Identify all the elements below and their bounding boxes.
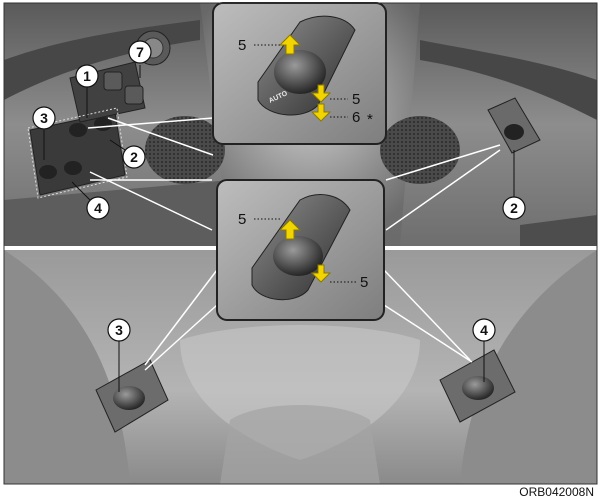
marker-3-top [32, 106, 56, 130]
svg-text:7: 7 [136, 44, 144, 60]
standard-switch-callout: 5 5 [216, 179, 385, 321]
door-lock-button[interactable] [103, 71, 123, 91]
svg-text:4: 4 [480, 322, 488, 338]
auto-down-arrow-icon [310, 103, 332, 122]
svg-text:3: 3 [115, 322, 123, 338]
asterisk-note: * [367, 111, 373, 128]
passenger-door-window-switch[interactable] [504, 124, 524, 140]
rear-left-window-switch[interactable] [39, 165, 57, 179]
standard-window-switch-knob[interactable] [273, 236, 323, 276]
svg-text:1: 1 [83, 68, 91, 84]
marker-2-driver [122, 145, 146, 169]
callout-5-up: 5 [238, 37, 246, 54]
rear-left-window-knob[interactable] [113, 386, 145, 410]
callout-5-down: 5 [352, 91, 360, 108]
rear-right-window-switch[interactable] [64, 161, 82, 175]
auto-window-switch-knob[interactable] [274, 50, 326, 94]
marker-7 [128, 40, 152, 64]
down-arrow-icon [310, 84, 332, 103]
marker-3-rear [107, 318, 131, 342]
driver-window-switch[interactable] [69, 123, 87, 137]
left-speaker-grille [145, 116, 225, 184]
rear-left-door-switch [95, 359, 169, 433]
marker-4-rear [472, 318, 496, 342]
svg-text:4: 4 [94, 200, 102, 216]
window-lock-button[interactable] [124, 85, 144, 105]
marker-4-top [86, 196, 110, 220]
numbered-markers: 7 1 3 2 4 2 3 4 [32, 40, 526, 392]
callout-5-down-standard: 5 [360, 274, 368, 291]
svg-text:2: 2 [130, 149, 138, 165]
callout-5-up-standard: 5 [238, 211, 246, 228]
figure-code: ORB042008N [519, 485, 594, 499]
rear-right-door-switch [439, 349, 516, 423]
svg-text:3: 3 [40, 110, 48, 126]
svg-text:2: 2 [510, 200, 518, 216]
rear-right-window-knob[interactable] [462, 376, 494, 400]
passenger-door-switch [487, 97, 541, 154]
up-arrow-icon [278, 34, 302, 55]
marker-1 [75, 64, 99, 88]
callout-6-auto-down: 6 [352, 109, 360, 126]
standard-up-arrow-icon [278, 219, 302, 240]
figure-frame [3, 2, 598, 485]
auto-switch-callout: AUTO 5 5 6 * [212, 2, 387, 145]
marker-2-passenger [502, 196, 526, 220]
standard-down-arrow-icon [310, 264, 332, 283]
right-speaker-grille [380, 116, 460, 184]
